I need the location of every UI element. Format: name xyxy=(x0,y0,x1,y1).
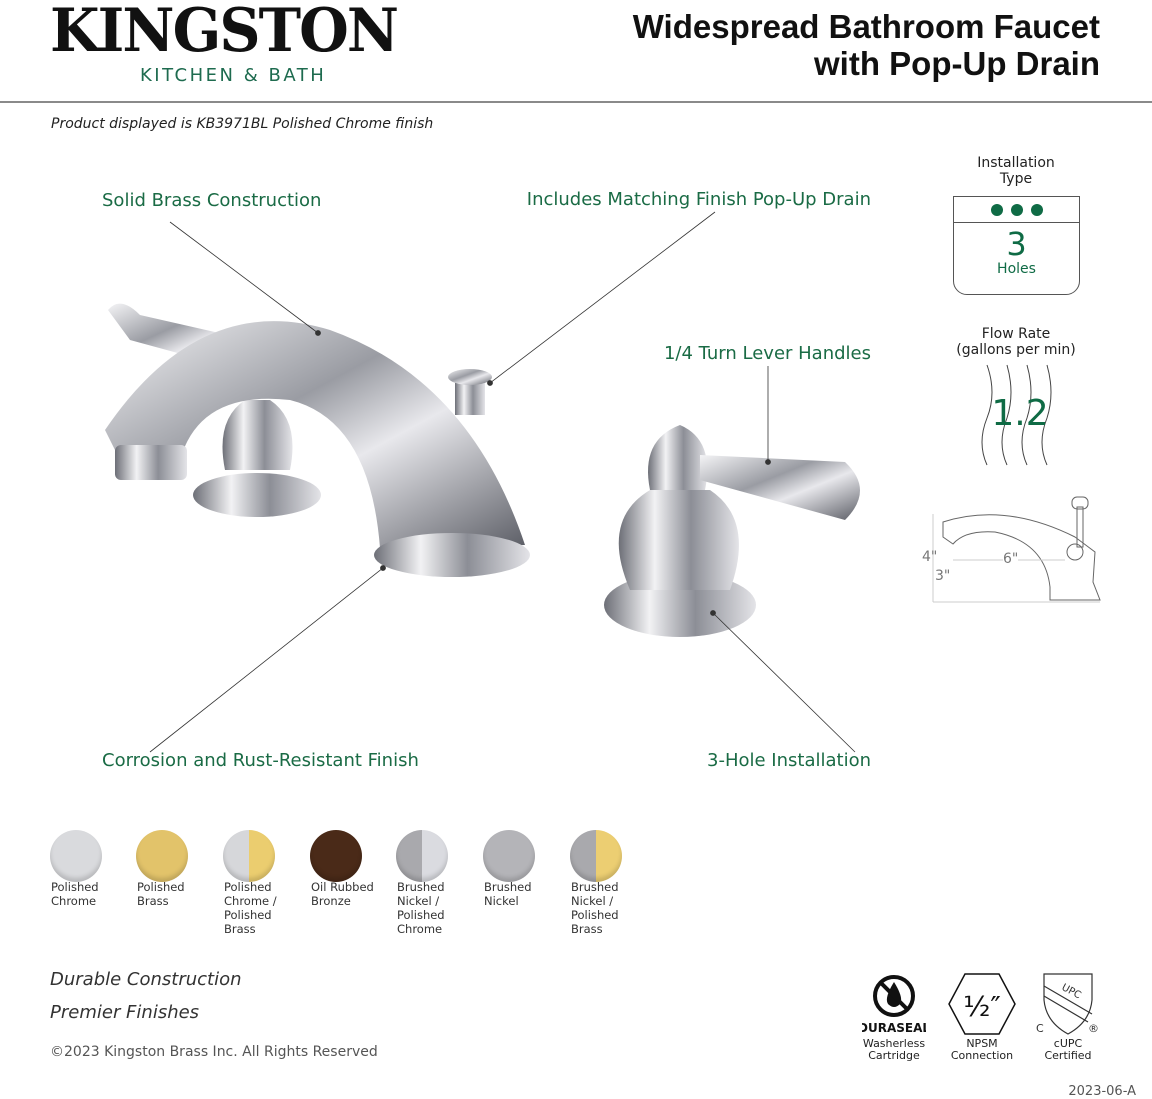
water-flow-icon xyxy=(981,364,1052,466)
svg-text:UPC: UPC xyxy=(1060,982,1083,1001)
finish-label-line: Polished xyxy=(224,880,272,894)
callout-handles: 1/4 Turn Lever Handles xyxy=(663,343,871,364)
finish-label-line: Brushed xyxy=(397,880,445,894)
finish-label-line: Brass xyxy=(571,922,603,936)
install-title-2: Type xyxy=(999,171,1033,187)
hole-dots-icon xyxy=(954,197,1079,223)
finish-swatch[interactable] xyxy=(223,830,275,882)
holes-label: Holes xyxy=(997,261,1036,277)
finish-label-line: Bronze xyxy=(311,894,351,908)
finish-label-line: Polished xyxy=(571,908,619,922)
finish-swatch[interactable] xyxy=(50,830,102,882)
cupc-l2: Certified xyxy=(1044,1049,1092,1062)
cupc-certified-icon: UPC C ® xyxy=(1036,973,1099,1035)
npsm-label: NPSM Connection xyxy=(937,1038,1027,1062)
finish-label-line: Polished xyxy=(137,880,185,894)
finish-label-line: Polished xyxy=(224,908,272,922)
callout-install: 3-Hole Installation xyxy=(707,750,871,771)
flow-rate-title: Flow Rate (gallons per min) xyxy=(940,326,1092,358)
brand-logo: KINGSTON xyxy=(50,0,399,66)
finish-label-line: Brass xyxy=(137,894,169,908)
finish-label-line: Brushed xyxy=(484,880,532,894)
cupc-label: cUPC Certified xyxy=(1023,1038,1113,1062)
dim-reach: 6" xyxy=(1003,551,1019,567)
svg-text:½″: ½″ xyxy=(963,990,1001,1023)
finish-swatch[interactable] xyxy=(483,830,535,882)
doc-code: 2023-06-A xyxy=(1068,1084,1136,1099)
title-line-2: with Pop-Up Drain xyxy=(814,45,1100,82)
holes-box: 3 Holes xyxy=(953,196,1080,295)
callout-solid-brass: Solid Brass Construction xyxy=(102,190,322,211)
finish-label-line: Chrome xyxy=(51,894,97,908)
callout-finish: Corrosion and Rust-Resistant Finish xyxy=(102,750,419,771)
finish-label-line: Brushed xyxy=(571,880,619,894)
brand-subtitle: KITCHEN & BATH xyxy=(140,65,327,86)
callout-drain: Includes Matching Finish Pop-Up Drain xyxy=(526,189,871,210)
duraseal-icon: DURASEAL xyxy=(862,975,926,1035)
svg-text:®: ® xyxy=(1088,1022,1099,1035)
svg-text:C: C xyxy=(1036,1022,1044,1035)
faucet-illustration xyxy=(105,211,860,753)
duraseal-l1: Washerless xyxy=(862,1037,926,1050)
npsm-l1: NPSM xyxy=(966,1037,998,1050)
copyright: ©2023 Kingston Brass Inc. All Rights Res… xyxy=(50,1044,378,1060)
flow-rate-value: 1.2 xyxy=(991,393,1049,434)
footer-finishes: Premier Finishes xyxy=(50,1002,200,1023)
install-title-1: Installation xyxy=(977,155,1055,171)
duraseal-label: Washerless Cartridge xyxy=(849,1038,939,1062)
finish-label-line: Polished xyxy=(397,908,445,922)
product-note: Product displayed is KB3971BL Polished C… xyxy=(51,116,434,132)
header-divider xyxy=(0,101,1152,103)
dim-spout-height: 3" xyxy=(935,568,951,584)
finish-swatch[interactable] xyxy=(136,830,188,882)
finish-swatch[interactable] xyxy=(570,830,622,882)
install-type-title: Installation Type xyxy=(950,155,1082,187)
finish-label-line: Chrome xyxy=(397,922,443,936)
finish-label-line: Oil Rubbed xyxy=(311,880,374,894)
finish-label-line: Nickel / xyxy=(397,894,440,908)
finish-label-line: Nickel / xyxy=(571,894,614,908)
cupc-l1: cUPC xyxy=(1053,1037,1083,1050)
dim-height: 4" xyxy=(922,549,938,565)
finish-swatch[interactable] xyxy=(310,830,362,882)
npsm-half-inch-icon: ½″ xyxy=(948,973,1016,1035)
duraseal-logo-text: DURASEAL xyxy=(862,1021,926,1035)
duraseal-l2: Cartridge xyxy=(868,1049,920,1062)
finish-label-line: Chrome / xyxy=(224,894,277,908)
finish-label-line: Nickel xyxy=(484,894,519,908)
title-line-1: Widespread Bathroom Faucet xyxy=(632,8,1100,45)
flow-title-2: (gallons per min) xyxy=(956,342,1076,358)
faucet-dimension-diagram xyxy=(932,496,1101,603)
npsm-l2: Connection xyxy=(950,1049,1014,1062)
finish-label-line: Brass xyxy=(224,922,256,936)
finish-label-line: Polished xyxy=(51,880,99,894)
finish-swatch[interactable] xyxy=(396,830,448,882)
flow-title-1: Flow Rate xyxy=(981,326,1051,342)
page-title: Widespread Bathroom Faucet with Pop-Up D… xyxy=(633,8,1100,82)
footer-durable: Durable Construction xyxy=(50,969,242,990)
holes-count: 3 xyxy=(1006,225,1027,263)
